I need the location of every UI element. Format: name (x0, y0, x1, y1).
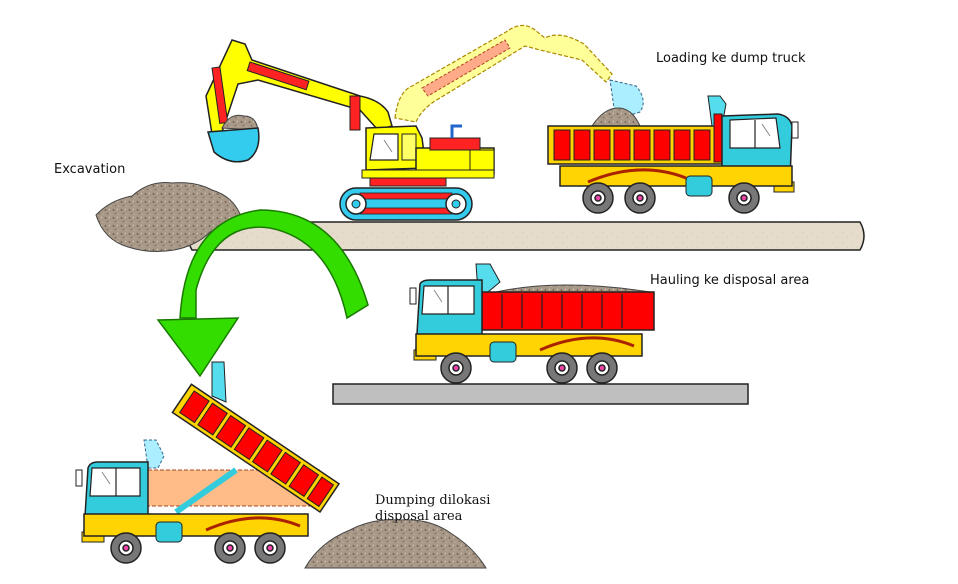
excavator-cab-door (401, 133, 417, 161)
excavator-ghost-boom (394, 24, 613, 123)
hauling-truck-load (495, 284, 651, 293)
dumping-truck-fuel-tank (155, 521, 183, 543)
loading-truck-mirror (791, 121, 799, 139)
dumping-truck-window (89, 467, 141, 497)
label-hauling: Hauling ke disposal area (650, 273, 810, 288)
hauling-truck-wheels (440, 352, 618, 384)
excavator-track-shoe (359, 192, 453, 200)
loading-truck-bed-panels (553, 129, 711, 161)
excavator-frame (361, 169, 495, 179)
excavator-counterweight (469, 149, 495, 173)
loading-truck-fuel-tank (685, 175, 713, 197)
dump-truck-icon (409, 263, 655, 384)
dumping-truck-tipped-bed (171, 383, 341, 514)
dumping-truck-chassis (83, 513, 309, 537)
dumping-truck-tailgate (211, 361, 227, 403)
excavator-icon (205, 24, 644, 221)
hauling-truck-fuel-tank (489, 341, 517, 363)
hauling-truck-mirror (409, 287, 417, 305)
excavator-bucket-soil (221, 114, 259, 131)
hauling-truck-bed-ribs (501, 294, 623, 328)
label-loading: Loading ke dump truck (656, 51, 806, 66)
loading-truck-load (591, 107, 641, 127)
hauling-truck-bed (481, 291, 655, 331)
excavator-lift-cylinder (349, 95, 361, 131)
haul-road (332, 383, 749, 405)
excavator-boom-cylinder (246, 61, 310, 91)
dumping-truck-ghost-headboard (143, 439, 165, 469)
loading-truck-wheels (582, 182, 760, 214)
excavator-ghost-cylinder (421, 39, 511, 97)
dumping-truck-mirror (75, 469, 83, 487)
excavator-bucket (207, 127, 260, 163)
excavator-engine-hood (429, 137, 481, 151)
label-excavation: Excavation (54, 162, 126, 177)
tipping-dump-truck-icon (75, 361, 341, 564)
label-dumping: Dumping dilokasi disposal area (375, 493, 491, 524)
excavator-cab-window (369, 133, 399, 161)
hauling-truck-chassis (415, 333, 643, 357)
dumping-truck-wheels (110, 532, 286, 564)
excavator-exhaust-pipe (450, 124, 462, 138)
disposal-soil-pile (304, 519, 487, 569)
curved-arrow-icon (156, 209, 369, 378)
excavator-arm-cylinder (211, 66, 229, 125)
dump-truck-icon (547, 95, 799, 214)
dumping-truck-hydraulic-ram (174, 467, 238, 515)
